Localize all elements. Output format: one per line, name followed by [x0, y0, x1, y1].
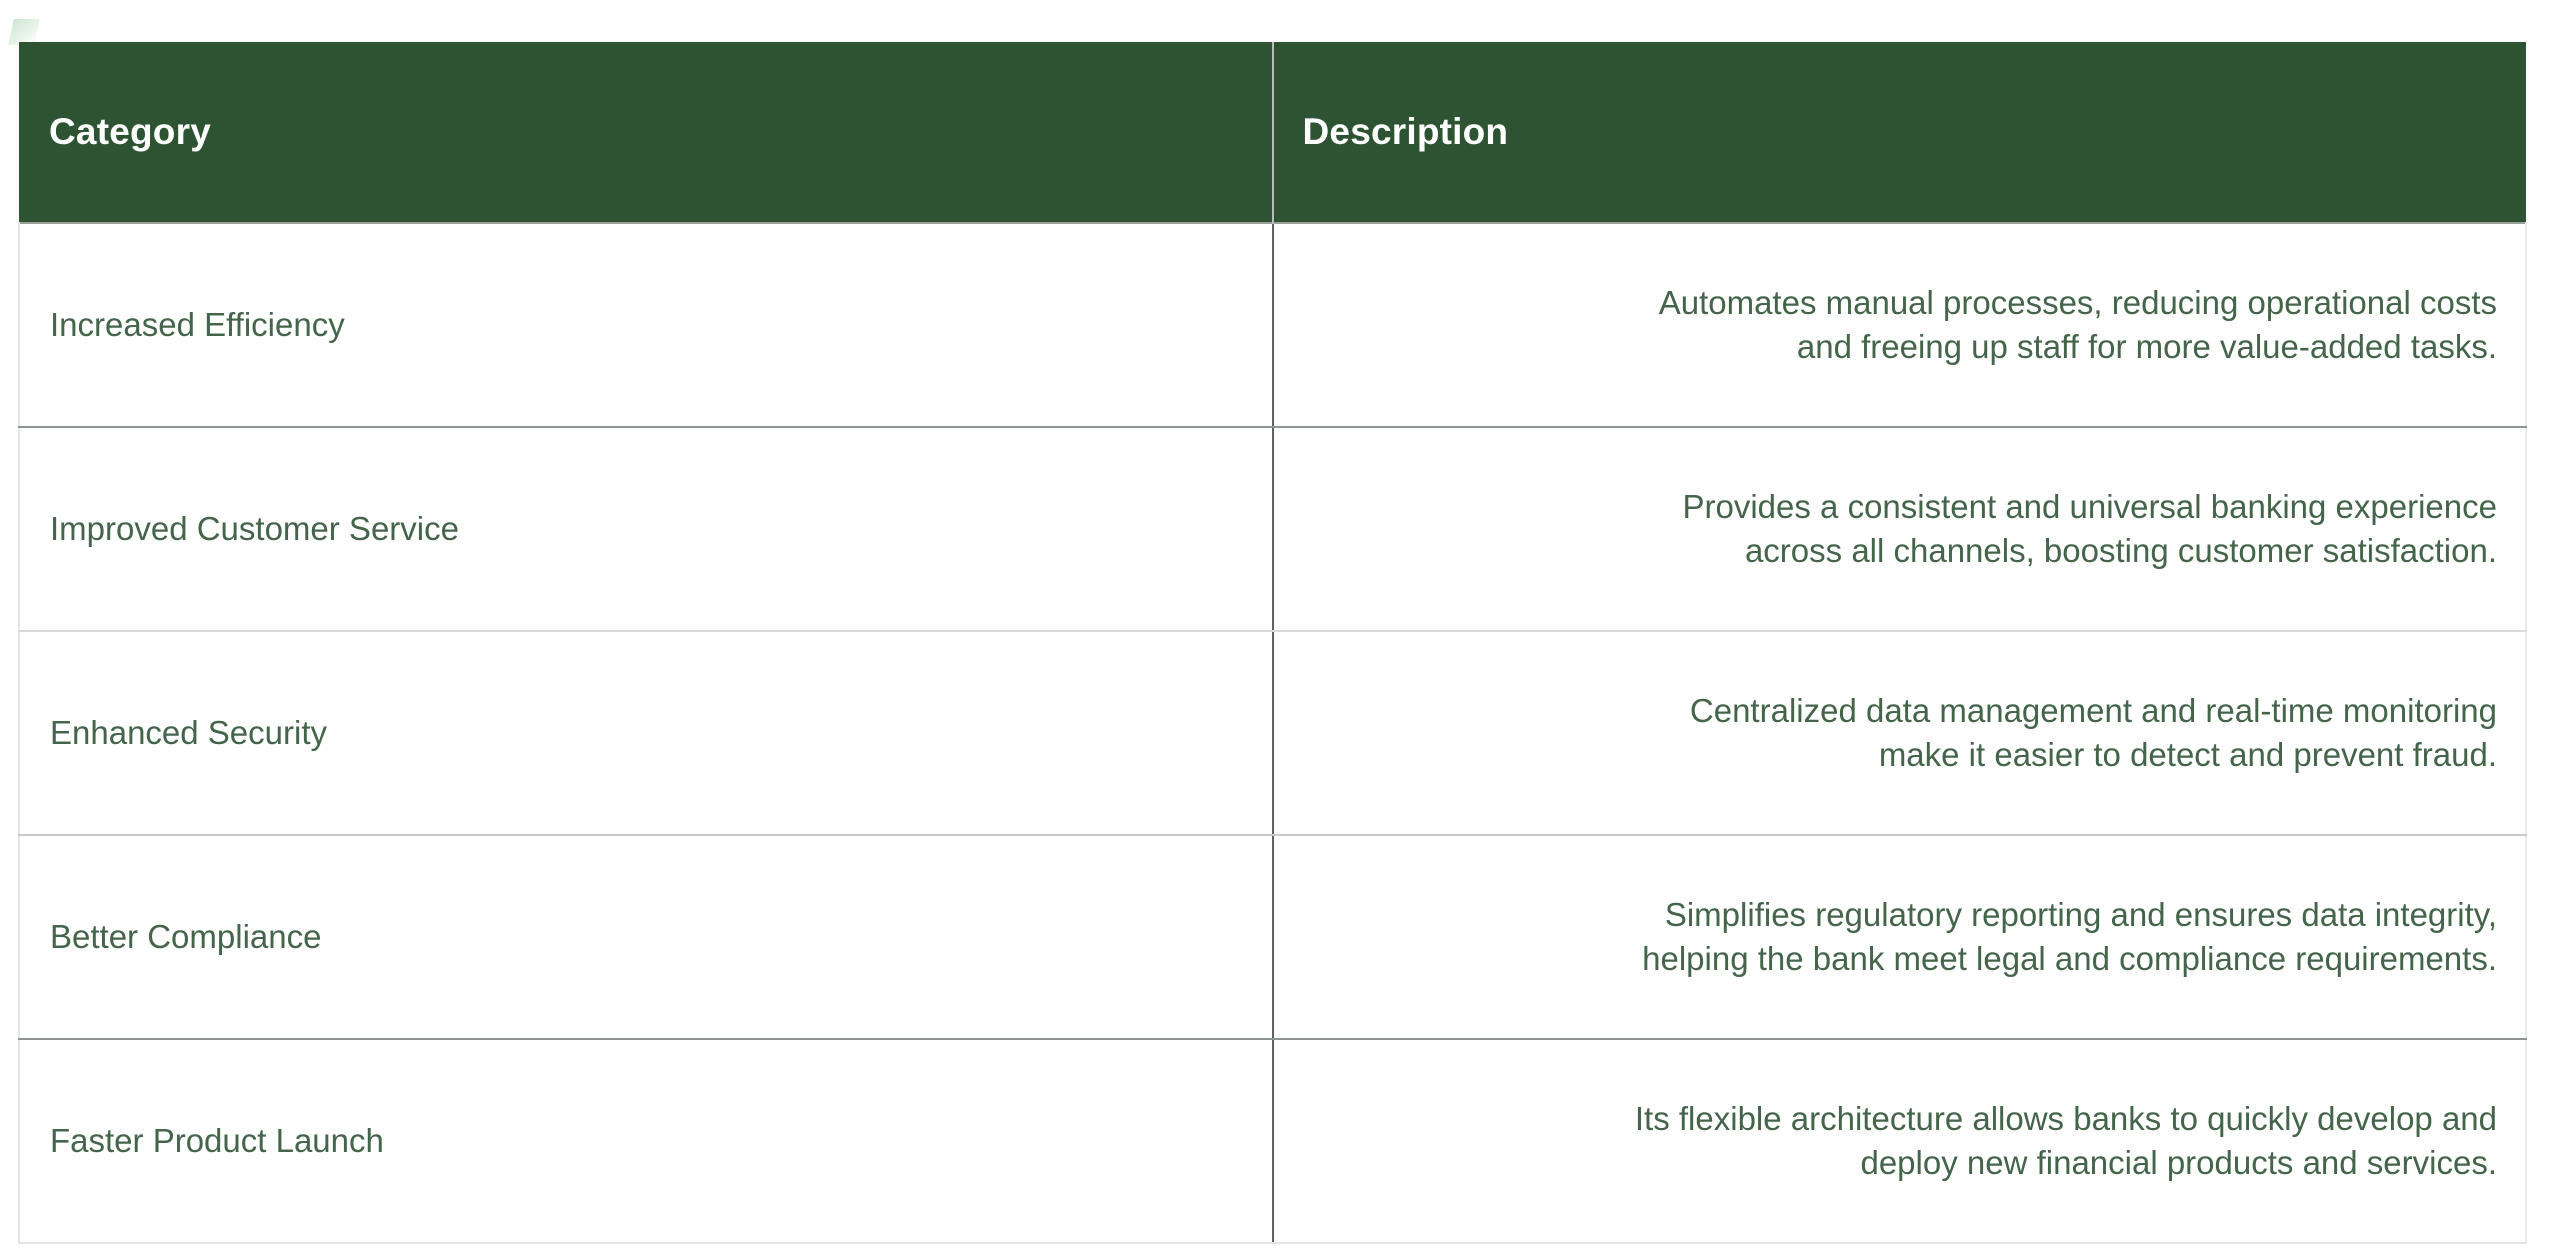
description-line: make it easier to detect and prevent fra…	[1878, 736, 2497, 773]
description-line: Centralized data management and real-tim…	[1689, 692, 2497, 730]
description-line: Simplifies regulatory reporting and ensu…	[1664, 896, 2497, 934]
description-line: Its flexible architecture allows banks t…	[1634, 1100, 2497, 1138]
table-row: Faster Product Launch Its flexible archi…	[18, 1039, 2527, 1244]
description-line: Provides a consistent and universal bank…	[1682, 488, 2498, 526]
table-header-row: Category Description	[19, 42, 2526, 223]
cell-description: Automates manual processes, reducing ope…	[1271, 222, 2527, 428]
description-line: helping the bank meet legal and complian…	[1642, 940, 2497, 977]
table-row: Improved Customer Service Provides a con…	[18, 427, 2527, 632]
table-row: Better Compliance Simplifies regulatory …	[18, 835, 2527, 1040]
description-line: deploy new financial products and servic…	[1860, 1144, 2497, 1181]
cell-category: Improved Customer Service	[18, 427, 1273, 632]
table-header: Category Description	[19, 42, 2526, 223]
description-line: Automates manual processes, reducing ope…	[1658, 284, 2497, 322]
cell-category: Faster Product Launch	[18, 1039, 1273, 1244]
table-body: Increased Efficiency Automates manual pr…	[18, 222, 2527, 1244]
benefits-table: Category Description Increased Efficienc…	[18, 42, 2527, 1244]
cell-description: Its flexible architecture allows banks t…	[1271, 1039, 2527, 1244]
benefits-table-container: Category Description Increased Efficienc…	[18, 42, 2527, 1244]
cell-description: Simplifies regulatory reporting and ensu…	[1271, 835, 2527, 1040]
description-line: across all channels, boosting customer s…	[1744, 532, 2497, 569]
table-row: Increased Efficiency Automates manual pr…	[18, 222, 2527, 428]
cell-category: Enhanced Security	[18, 631, 1273, 836]
column-header-category[interactable]: Category	[19, 42, 1273, 223]
cell-category: Increased Efficiency	[18, 222, 1273, 428]
cell-description: Centralized data management and real-tim…	[1271, 631, 2527, 836]
cell-category: Better Compliance	[18, 835, 1273, 1040]
column-header-description[interactable]: Description	[1271, 42, 2526, 223]
table-row: Enhanced Security Centralized data manag…	[18, 631, 2527, 836]
description-line: and freeing up staff for more value-adde…	[1796, 328, 2497, 365]
cell-description: Provides a consistent and universal bank…	[1271, 427, 2527, 632]
